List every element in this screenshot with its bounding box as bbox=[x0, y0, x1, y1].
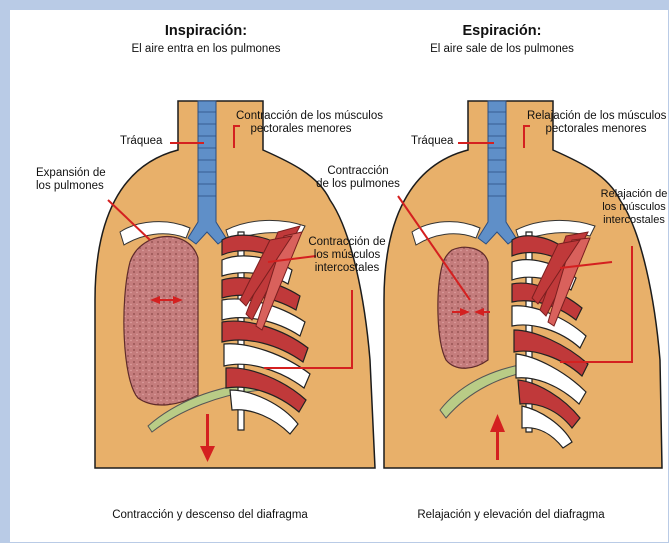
right-label-intercostal-1: Relajación de bbox=[600, 188, 668, 201]
left-title: Inspiración: bbox=[150, 23, 262, 39]
right-label-pectoral-2: pectorales menores bbox=[527, 123, 665, 136]
left-lung-expanded bbox=[124, 237, 198, 405]
left-label-pectoral-1: Contracción de los músculos bbox=[236, 110, 366, 123]
right-label-lung-contraction-1: Contracción bbox=[312, 165, 404, 178]
left-subtitle: El aire entra en los pulmones bbox=[118, 43, 294, 56]
left-label-intercostal-1: Contracción de bbox=[306, 236, 388, 249]
right-label-lung-contraction-2: de los pulmones bbox=[312, 178, 404, 191]
left-label-lung-expansion-1: Expansión de bbox=[36, 167, 106, 180]
left-torso bbox=[95, 101, 375, 468]
left-label-trachea: Tráquea bbox=[120, 135, 162, 148]
right-subtitle: El aire sale de los pulmones bbox=[416, 43, 588, 56]
left-caption: Contracción y descenso del diafragma bbox=[90, 509, 330, 522]
left-label-pectoral-2: pectorales menores bbox=[236, 123, 366, 136]
left-label-intercostal-3: intercostales bbox=[306, 262, 388, 275]
right-caption: Relajación y elevación del diafragma bbox=[396, 509, 626, 522]
right-label-intercostal-2: los músculos bbox=[600, 201, 668, 214]
right-torso bbox=[384, 101, 662, 468]
right-label-pectoral-1: Relajación de los músculos bbox=[527, 110, 665, 123]
left-label-intercostal-2: los músculos bbox=[306, 249, 388, 262]
right-title: Espiración: bbox=[446, 23, 558, 39]
right-label-trachea: Tráquea bbox=[411, 135, 453, 148]
left-label-lung-expansion-2: los pulmones bbox=[36, 180, 104, 193]
right-label-intercostal-3: intercostales bbox=[600, 214, 668, 227]
